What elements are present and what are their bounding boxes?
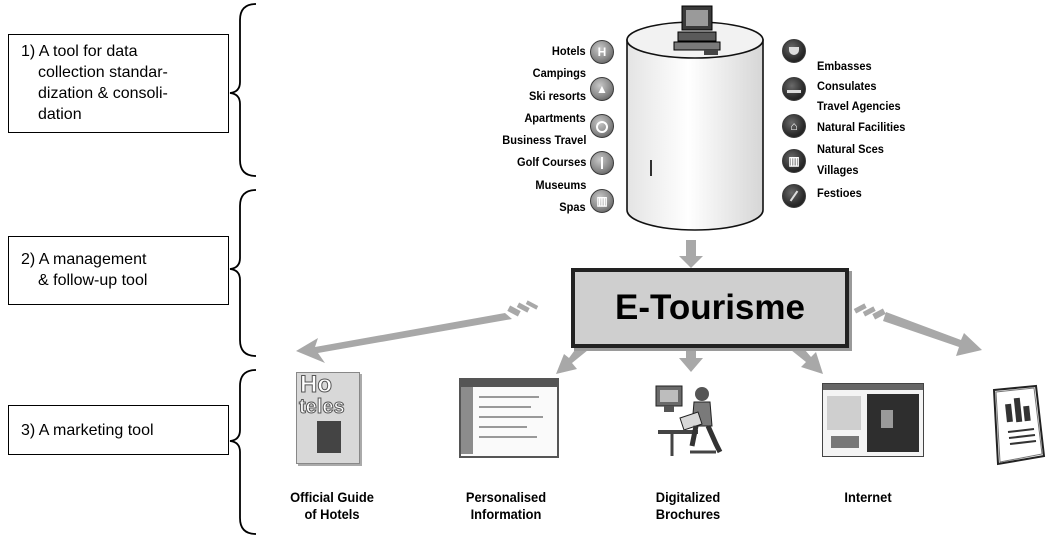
source-label-consulates: Consulates <box>817 79 877 93</box>
source-label-festioes: Festioes <box>817 186 862 200</box>
person-at-computer-icon <box>655 385 723 456</box>
source-label-ski-resorts: Ski resorts <box>528 89 586 103</box>
tool-1-line-1: 1) A tool for data <box>21 43 138 60</box>
brace-3 <box>229 369 257 535</box>
tool-box-2: 2) A management & follow-up tool <box>8 236 229 305</box>
source-label-embasses: Embasses <box>817 59 872 73</box>
tool-3-line-1: 3) A marketing tool <box>21 422 154 439</box>
festival-icon <box>782 184 806 208</box>
arrow-to-personalised <box>556 343 588 374</box>
source-label-business-travel: Business Travel <box>501 133 586 147</box>
cover-photo <box>317 421 341 453</box>
source-label-golf-courses: Golf Courses <box>516 155 586 169</box>
source-label-natural-sces: Natural Sces <box>817 142 884 156</box>
tool-1-line-4: dation <box>38 106 82 123</box>
arrow-db-to-etourisme <box>679 240 703 268</box>
source-label-campings: Campings <box>532 66 586 80</box>
tool-2-line-1: 2) A management <box>21 251 147 268</box>
cover-title-line-1: Ho <box>300 371 333 398</box>
tool-2-line-2: & follow-up tool <box>38 272 148 289</box>
output-label-hotel-guide: Official Guide of Hotels <box>290 489 374 522</box>
output-label-internet: Internet <box>844 489 892 505</box>
cover-title-line-2: teles <box>299 396 346 418</box>
source-label-villages: Villages <box>817 163 859 177</box>
apartment-icon <box>590 114 614 138</box>
source-label-spas: Spas <box>559 200 586 214</box>
internet-webpage <box>822 383 924 457</box>
monument-icon: ▥ <box>782 149 806 173</box>
hotel-guide-cover: Ho teles <box>296 372 360 464</box>
source-label-apartments: Apartments <box>524 111 586 125</box>
plane-icon <box>782 77 806 101</box>
museum-icon: ▥ <box>590 189 614 213</box>
tool-box-3: 3) A marketing tool <box>8 405 229 455</box>
output-label-personalised: Personalised Information <box>465 489 547 522</box>
etourisme-box: E-Tourisme <box>571 268 849 348</box>
source-label-museums: Museums <box>535 178 586 192</box>
computer-icon <box>673 5 721 55</box>
tool-1-line-3: dization & consoli- <box>38 85 168 102</box>
arrow-to-internet <box>791 343 823 374</box>
source-label-travel-agencies: Travel Agencies <box>817 99 901 113</box>
tool-box-1: 1) A tool for data collection standar- d… <box>8 34 229 133</box>
embassy-icon <box>782 39 806 63</box>
house-icon: ⌂ <box>782 114 806 138</box>
arrow-to-digitalized <box>679 348 703 372</box>
brace-2 <box>229 189 257 357</box>
arrow-to-right-output <box>883 312 982 356</box>
hotel-icon: H <box>590 40 614 64</box>
tool-1-line-2: collection standar- <box>38 64 168 81</box>
report-document-icon <box>992 384 1046 466</box>
arrow-to-left-output <box>296 313 512 363</box>
brace-group <box>229 3 257 535</box>
tent-icon: ▲ <box>590 77 614 101</box>
source-label-hotels: Hotels <box>552 44 586 58</box>
source-label-natural-facilities: Natural Facilities <box>817 120 906 134</box>
brace-1 <box>229 3 257 177</box>
personalised-info-screen <box>459 378 559 458</box>
output-label-brochures: Digitalized Brochures <box>655 489 721 522</box>
golf-icon <box>590 151 614 175</box>
